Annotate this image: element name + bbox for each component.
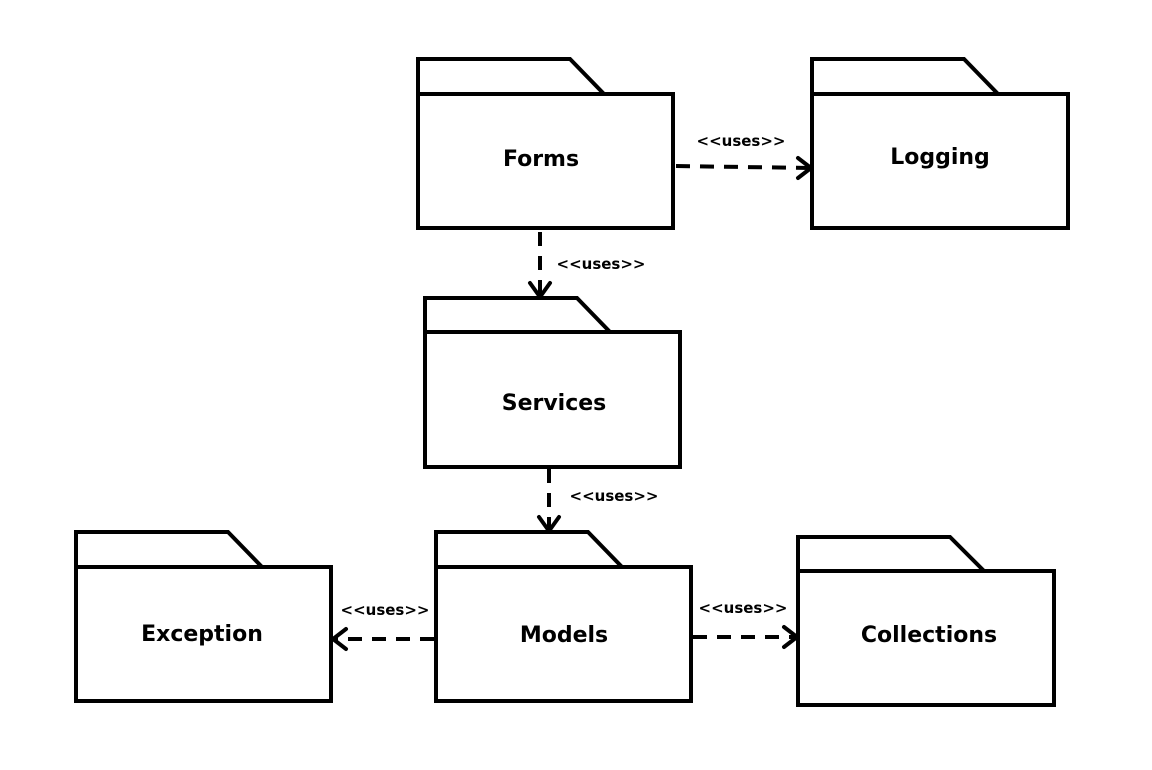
package-services-body <box>423 330 682 469</box>
dependency-forms-logging-arrowhead <box>796 156 813 180</box>
package-collections-label: Collections <box>861 623 997 648</box>
package-collections[interactable]: Collections <box>796 535 1056 707</box>
package-exception-body <box>74 565 333 703</box>
dependency-models-exception-label: <<uses>> <box>341 601 430 619</box>
dependency-forms-logging[interactable]: <<uses>> <box>675 132 813 180</box>
package-models-body <box>434 565 693 703</box>
package-logging[interactable]: Logging <box>810 57 1070 230</box>
dependency-models-collections[interactable]: <<uses>> <box>693 599 799 649</box>
dependency-services-models[interactable]: <<uses>> <box>537 469 659 533</box>
package-services-label: Services <box>502 391 607 416</box>
package-exception-tab <box>74 530 267 569</box>
dependency-models-exception[interactable]: <<uses>> <box>331 601 434 651</box>
dependency-forms-logging-line <box>675 164 811 170</box>
package-exception[interactable]: Exception <box>74 530 333 703</box>
package-forms-body <box>416 92 675 230</box>
package-forms-tab <box>416 57 609 96</box>
package-logging-label: Logging <box>890 145 990 170</box>
package-services-tab <box>423 296 615 334</box>
package-services[interactable]: Services <box>423 296 682 469</box>
package-models-tab <box>434 530 627 569</box>
package-collections-tab <box>796 535 989 573</box>
dependency-services-models-arrowhead <box>537 515 561 533</box>
package-logging-body <box>810 92 1070 230</box>
dependency-services-models-label: <<uses>> <box>570 487 659 505</box>
package-logging-tab <box>810 57 1003 96</box>
dependency-models-collections-arrowhead <box>782 625 799 649</box>
dependency-forms-logging-label: <<uses>> <box>697 132 786 150</box>
package-models[interactable]: Models <box>434 530 693 703</box>
dependency-forms-services[interactable]: <<uses>> <box>528 232 646 299</box>
package-models-label: Models <box>520 623 608 648</box>
package-forms-label: Forms <box>503 147 579 172</box>
dependency-models-collections-label: <<uses>> <box>699 599 788 617</box>
dependency-forms-services-label: <<uses>> <box>557 255 646 273</box>
dependency-forms-services-arrowhead <box>528 281 552 299</box>
package-exception-label: Exception <box>141 622 263 647</box>
dependency-models-exception-arrowhead <box>331 627 348 651</box>
package-forms[interactable]: Forms <box>416 57 675 230</box>
